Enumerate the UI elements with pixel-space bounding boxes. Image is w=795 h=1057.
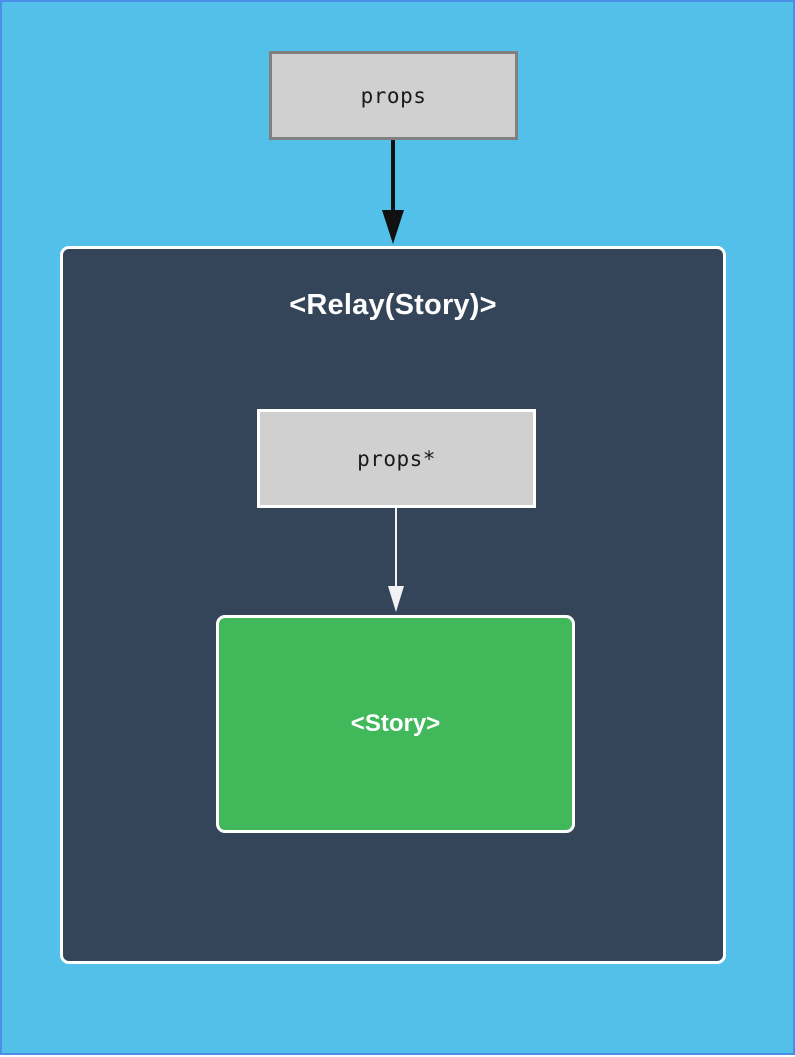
props-node-label: props (360, 83, 427, 108)
edge-props-star-to-story (388, 508, 404, 612)
relay-story-container[interactable]: <Relay(Story)> props* <Story> (60, 246, 726, 964)
props-star-node-label: props* (357, 446, 436, 471)
edge-props-to-relay-arrowhead (382, 210, 404, 244)
story-node-label: <Story> (350, 710, 441, 737)
props-star-node[interactable]: props* (257, 409, 536, 508)
relay-story-title: <Relay(Story)> (289, 289, 497, 321)
story-node[interactable]: <Story> (216, 615, 575, 833)
props-node[interactable]: props (269, 51, 518, 140)
edge-props-star-to-story-arrowhead (388, 586, 404, 612)
